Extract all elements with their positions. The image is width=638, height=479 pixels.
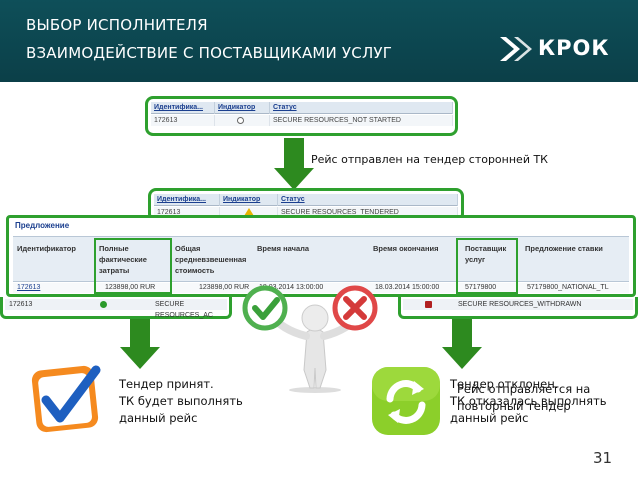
person-holding-check-and-cross-icon — [242, 285, 378, 393]
column-header-start-time[interactable]: Время начала — [257, 244, 310, 253]
rejected-status-row: SECURE RESOURCES_WITHDRAWN — [398, 297, 638, 319]
cell-actual-costs: 123898,00 RUR — [105, 284, 156, 291]
cell-end-time: 18.03.2014 15:00:00 — [375, 284, 440, 291]
checkmark-document-icon — [31, 365, 101, 433]
rejected-label-line2: ТК отказалась выполнять — [450, 394, 607, 408]
slide-header: ВЫБОР ИСПОЛНИТЕЛЯ ВЗАИМОДЕЙСТВИЕ С ПОСТА… — [0, 0, 638, 82]
offer-title: Предложение — [15, 221, 70, 230]
cell-status: SECURE RESOURCES_TENDERED — [278, 207, 458, 218]
page-number: 31 — [593, 449, 613, 467]
red-square-icon — [425, 301, 432, 308]
column-header-rate-offer[interactable]: Предложение ставки — [525, 244, 603, 253]
rejected-label-line3: данный рейс — [450, 411, 529, 425]
table-row[interactable]: 172613 SECURE RESOURCES_TENDERED — [154, 207, 458, 218]
krok-logo-icon — [500, 37, 532, 61]
cell-status: SECURE RESOURCES_NOT STARTED — [270, 115, 453, 126]
offer-table-header: Идентификатор Полные фактические затраты… — [13, 236, 629, 282]
table-row[interactable]: 172613 123898,00 RUR 123898,00 RUR 18.03… — [13, 283, 629, 293]
top-status-table: Идентифика... Индикатор Статус 172613 SE… — [151, 102, 453, 128]
down-arrow-rejected-icon — [442, 319, 482, 369]
column-header-status[interactable]: Статус — [278, 194, 458, 206]
down-arrow-accepted-icon — [120, 319, 160, 369]
slide-title-line2: ВЗАИМОДЕЙСТВИЕ С ПОСТАВЩИКАМИ УСЛУГ — [26, 44, 393, 62]
refresh-icon — [372, 367, 440, 435]
cell-start-time: 18.03.2014 13:00:00 — [259, 284, 324, 291]
cell-status: SECURE RESOURCES_WITHDRAWN — [458, 301, 582, 308]
highlight-provider — [456, 238, 518, 294]
cell-id: 172613 — [151, 115, 215, 126]
retender-label: Рейс отправляется на повторный тендер — [457, 381, 590, 415]
cell-id: 172613 — [154, 207, 220, 218]
highlight-actual-costs — [94, 238, 172, 294]
rejected-label: Тендер отклонен. ТК отказалась выполнять… — [450, 376, 607, 427]
table-row[interactable]: 172613 SECURE RESOURCES_NOT STARTED — [151, 115, 453, 126]
accepted-status-row: 172613 SECURE RESOURCES_AC — [0, 297, 232, 319]
table-row[interactable]: 172613 SECURE RESOURCES_AC — [5, 299, 227, 319]
column-header-id[interactable]: Идентификатор — [17, 244, 76, 253]
accepted-label-line3: данный рейс — [119, 411, 198, 425]
warning-triangle-icon — [244, 208, 254, 216]
column-header-indicator[interactable]: Индикатор — [215, 102, 270, 114]
rejected-label-line1: Тендер отклонен. — [450, 377, 559, 391]
offer-panel: Предложение Идентификатор Полные фактиче… — [6, 215, 636, 297]
krok-logo: КРОК — [498, 34, 616, 64]
cell-indicator — [220, 207, 278, 218]
column-header-weighted-cost[interactable]: Общая средневзвешенная стоимость — [175, 244, 247, 275]
column-header-status[interactable]: Статус — [270, 102, 453, 114]
cell-provider: 57179800 — [465, 284, 497, 291]
green-dot-icon — [100, 301, 107, 308]
table-row[interactable]: SECURE RESOURCES_WITHDRAWN — [403, 299, 633, 310]
column-header-id[interactable]: Идентифика... — [151, 102, 215, 114]
accepted-label: Тендер принят. ТК будет выполнять данный… — [119, 376, 243, 427]
krok-brand-text: КРОК — [538, 36, 610, 60]
tender-caption: Рейс отправлен на тендер сторонней ТК — [311, 153, 548, 166]
cell-status: SECURE RESOURCES_AC — [155, 301, 213, 319]
cell-id: 172613 — [9, 301, 33, 308]
offer-id-link[interactable]: 172613 — [17, 284, 41, 291]
cell-indicator — [215, 115, 270, 126]
column-header-provider[interactable]: Поставщик услуг — [465, 244, 507, 264]
top-status-panel: Идентифика... Индикатор Статус 172613 SE… — [145, 96, 458, 136]
column-header-actual-costs[interactable]: Полные фактические затраты — [99, 244, 147, 275]
accepted-label-line2: ТК будет выполнять — [119, 394, 243, 408]
accepted-label-line1: Тендер принят. — [119, 377, 214, 391]
slide-title-line1: ВЫБОР ИСПОЛНИТЕЛЯ — [26, 16, 208, 34]
retender-label-line1: Рейс отправляется на — [457, 382, 591, 396]
cell-weighted-cost: 123898,00 RUR — [199, 284, 250, 291]
column-header-indicator[interactable]: Индикатор — [220, 194, 278, 206]
column-header-end-time[interactable]: Время окончания — [373, 244, 439, 253]
middle-status-table: Идентифика... Индикатор Статус 172613 SE… — [154, 194, 458, 219]
down-arrow-icon — [274, 138, 314, 190]
retender-label-line2: повторный тендер — [457, 399, 571, 413]
indicator-empty-circle-icon — [237, 117, 244, 124]
cell-rate-offer: 57179800_NATIONAL_TL — [527, 284, 609, 291]
column-header-id[interactable]: Идентифика... — [154, 194, 220, 206]
